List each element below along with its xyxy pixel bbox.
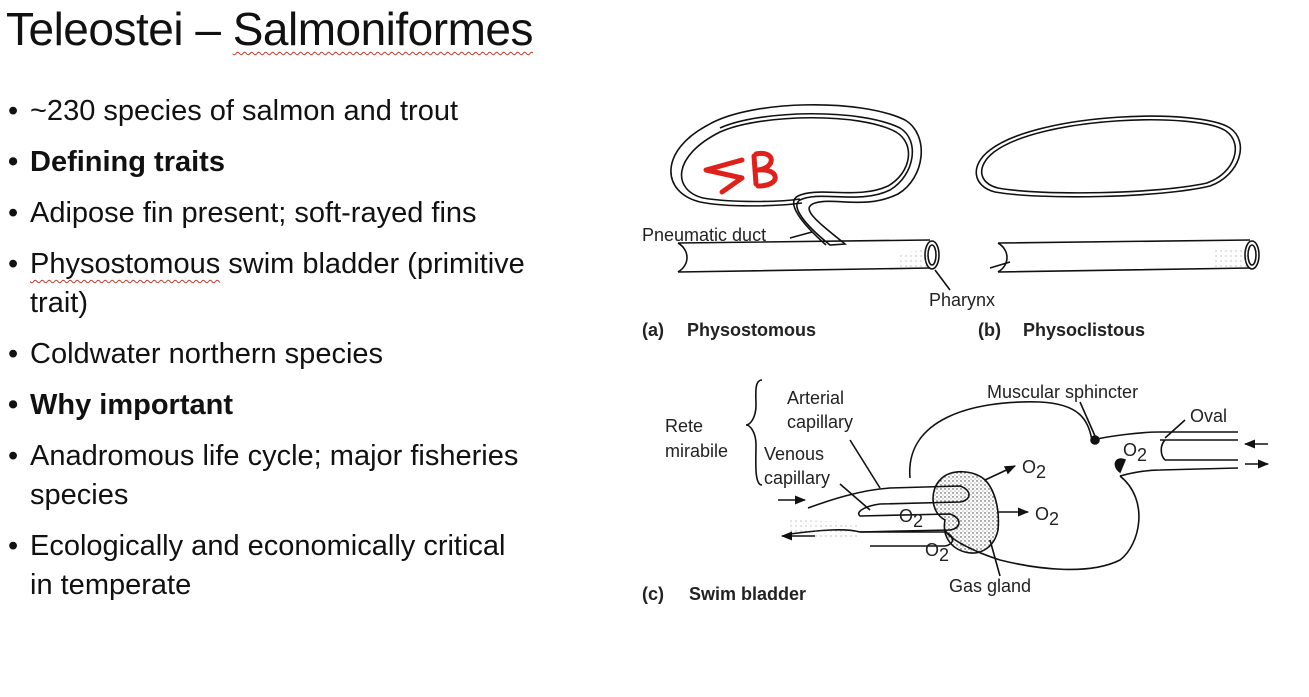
bullet-swim-bladder-text: swim bladder (primitive trait) [30, 248, 525, 319]
caption-c-title: Swim bladder [689, 584, 806, 604]
sb-handwritten-annotation [703, 150, 778, 195]
bullet-item-adipose-fin: Adipose fin present; soft-rayed fins [8, 194, 528, 233]
title-main: Salmoniformes [232, 3, 534, 55]
pneumatic-duct-line [789, 231, 813, 239]
caption-b-title: Physoclistous [1023, 320, 1145, 340]
swim-bladder-detail [745, 379, 1270, 577]
pharynx-leader-line [934, 261, 1011, 291]
label-venous-1: Venous [764, 444, 824, 464]
caption-c-letter: (c) [642, 584, 664, 604]
physoclistous-diagram [934, 115, 1260, 291]
bullet-item-swim-bladder: Physostomous swim bladder (primitive tra… [8, 245, 528, 323]
label-pneumatic-duct: Pneumatic duct [642, 225, 766, 245]
label-arterial-2: capillary [787, 412, 853, 432]
title-prefix: Teleostei – [6, 3, 233, 55]
caption-a-letter: (a) [642, 320, 664, 340]
bullet-item-coldwater: Coldwater northern species [8, 335, 528, 374]
rete-vessel-upper [807, 485, 970, 533]
bullet-item-species: ~230 species of salmon and trout [8, 92, 528, 131]
label-arterial-1: Arterial [787, 388, 844, 408]
bullet-emph-physostomous: Physostomous [30, 248, 221, 280]
label-o2-top: O2 [1022, 457, 1046, 482]
gas-gland-leader [989, 539, 1001, 577]
label-o2-rete: O2 [899, 506, 923, 531]
label-gas-gland: Gas gland [949, 576, 1031, 596]
arterial-leader [849, 439, 881, 489]
physostomous-bladder-inner [680, 116, 910, 246]
label-o2-lower: O2 [925, 540, 949, 565]
label-oval: Oval [1190, 406, 1227, 426]
label-muscular-sphincter: Muscular sphincter [987, 382, 1138, 402]
venous-leader [839, 483, 871, 511]
physostomous-pharynx-tube [677, 239, 931, 273]
label-o2-bladder: O2 [1123, 440, 1147, 465]
label-o2-right: O2 [1035, 504, 1059, 529]
physostomous-bladder-outline [670, 103, 923, 246]
label-rete-1: Rete [665, 416, 703, 436]
bullet-item-defining-traits: Defining traits [8, 143, 528, 182]
muscular-sphincter-dot [1090, 435, 1100, 445]
bullet-item-ecologically: Ecologically and economically critical i… [8, 527, 528, 605]
oval-tube [1091, 431, 1239, 477]
bullet-list: ~230 species of salmon and trout Definin… [8, 92, 528, 617]
muscular-sphincter-leader [1079, 401, 1096, 437]
physoclistous-pharynx-tube [997, 239, 1251, 273]
gas-gland-mass [932, 470, 1000, 554]
label-venous-2: capillary [764, 468, 830, 488]
o2-arrow-top [984, 465, 1017, 481]
slide-title: Teleostei – Salmoniformes [6, 2, 533, 56]
caption-b-letter: (b) [978, 320, 1001, 340]
rete-brace [745, 379, 763, 486]
physoclistous-bladder-outline [975, 115, 1242, 198]
bullet-item-anadromous: Anadromous life cycle; major fisheries s… [8, 437, 528, 515]
label-rete-2: mirabile [665, 441, 728, 461]
bullet-item-why-important: Why important [8, 386, 528, 425]
physostomous-diagram [670, 103, 940, 273]
label-pharynx: Pharynx [929, 290, 995, 310]
caption-a-title: Physostomous [687, 320, 816, 340]
oval-leader [1164, 419, 1186, 439]
